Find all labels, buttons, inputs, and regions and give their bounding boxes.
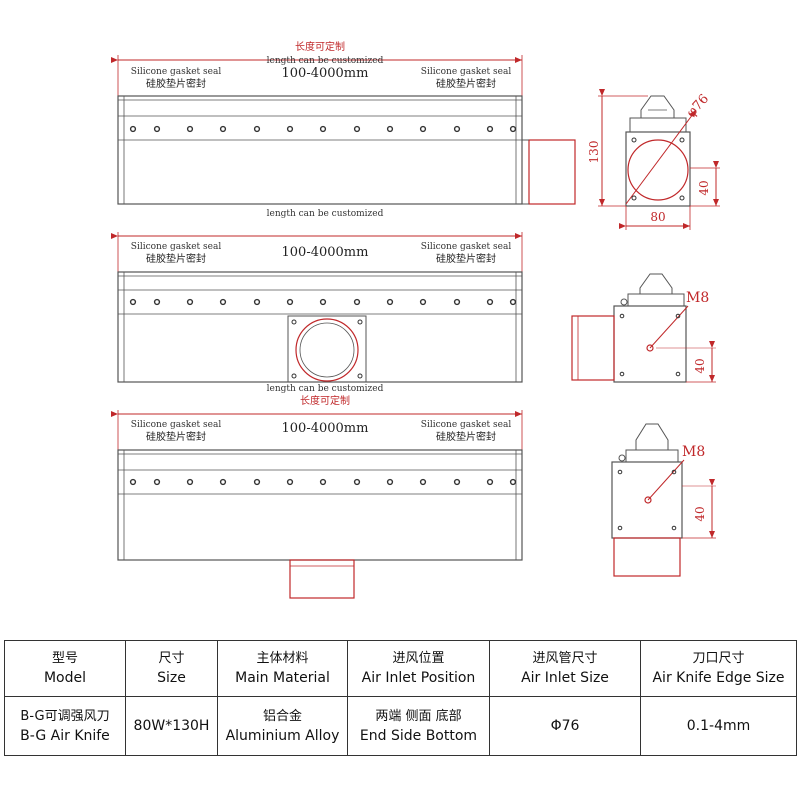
length-customizable-label-cn-3: 长度可定制: [300, 394, 350, 407]
bolt-holes: [129, 125, 517, 133]
side-air-inlet-flange: [287, 315, 367, 383]
gasket-label-left-en-2: Silicone gasket seal: [131, 242, 222, 252]
technical-drawing: 长度可定制 length can be customized 100-4000m…: [111, 40, 720, 599]
gasket-label-left-en-3: Silicone gasket seal: [131, 420, 222, 430]
gasket-label-right-en: Silicone gasket seal: [421, 67, 512, 77]
cell-inlet-size: Φ76: [489, 696, 641, 756]
front-view-bottom-inlet: 长度可定制 100-4000mm Silicone gasket seal 硅胶…: [111, 394, 523, 599]
end-view-1: φ76 130 80 40: [587, 89, 720, 230]
inlet-center-dimension-label: 40: [697, 180, 711, 195]
cell-size: 80W*130H: [125, 696, 218, 756]
length-customizable-label-cn: 长度可定制: [295, 40, 345, 53]
bottom-inlet-center-dimension-label: 40: [693, 506, 707, 521]
end-air-inlet-pipe: [528, 139, 576, 205]
gasket-label-left-cn: 硅胶垫片密封: [146, 77, 206, 90]
thread-size-label-3: M8: [682, 444, 705, 460]
length-range-label-2: 100-4000mm: [282, 245, 369, 260]
air-knife-body: [117, 95, 523, 205]
length-range-label-3: 100-4000mm: [282, 421, 369, 436]
cell-edge-size: 0.1-4mm: [640, 696, 797, 756]
gasket-label-right-cn: 硅胶垫片密封: [436, 77, 496, 90]
length-customizable-label-en: length can be customized: [267, 56, 384, 66]
gasket-label-right-cn-3: 硅胶垫片密封: [436, 430, 496, 443]
width-dimension-label: 80: [650, 210, 665, 224]
length-customizable-label-en-2: length can be customized: [267, 209, 384, 219]
length-range-label: 100-4000mm: [282, 66, 369, 81]
gasket-label-right-en-3: Silicone gasket seal: [421, 420, 512, 430]
bottom-air-inlet-pipe: [289, 559, 355, 599]
gasket-label-left-en: Silicone gasket seal: [131, 67, 222, 77]
end-view-3: M8 40: [611, 423, 716, 577]
gasket-label-left-cn-3: 硅胶垫片密封: [146, 430, 206, 443]
front-view-side-inlet: length can be customized 100-4000mm Sili…: [111, 209, 523, 394]
air-knife-body-2: [117, 271, 523, 383]
gasket-label-right-en-2: Silicone gasket seal: [421, 242, 512, 252]
pipe-diameter-label: φ76: [684, 92, 712, 121]
air-knife-body-3: [117, 449, 523, 561]
height-dimension-label: 130: [587, 141, 601, 164]
gasket-label-left-cn-2: 硅胶垫片密封: [146, 252, 206, 265]
bolt-holes-3: [129, 478, 517, 486]
thread-size-label: M8: [686, 290, 709, 306]
length-customizable-label-en-3: length can be customized: [267, 384, 384, 394]
side-inlet-center-dimension-label: 40: [693, 358, 707, 373]
bolt-holes-2: [129, 298, 517, 306]
bottom-inlet-pipe-section: [613, 537, 681, 577]
front-view-end-inlet: 长度可定制 length can be customized 100-4000m…: [111, 40, 576, 205]
side-inlet-pipe-section: [571, 315, 615, 381]
gasket-label-right-cn-2: 硅胶垫片密封: [436, 252, 496, 265]
end-view-2: M8 40: [571, 273, 716, 383]
